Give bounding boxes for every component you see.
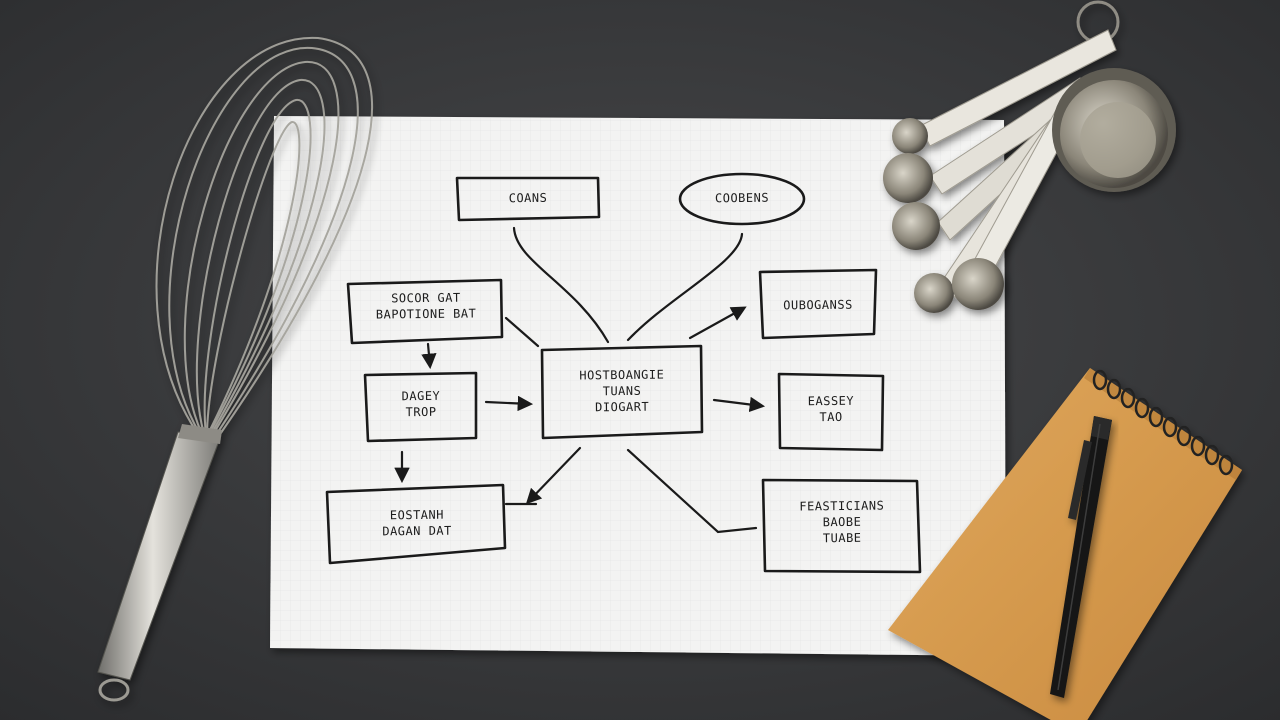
measuring-spoon-icon: [883, 0, 1176, 313]
connector-center-rightupper: [688, 306, 747, 340]
pen-icon: [1050, 416, 1112, 698]
notepad-icon: [888, 368, 1242, 720]
diagram-connectors: [394, 226, 766, 534]
paper-sheet: [270, 116, 1006, 656]
node-center: [540, 344, 704, 440]
connector-topright-center: [626, 232, 744, 342]
connector-center-rightlower: [626, 448, 758, 534]
node-right-upper: [758, 268, 878, 340]
node-label-right-upper: OUBOGANSS: [783, 297, 853, 313]
node-label-left-lower: EOSTANH DAGAN DAT: [382, 507, 452, 539]
node-label-left-upper: SOCOR GAT BAPOTIONE BAT: [375, 290, 477, 322]
node-label-right-middle: EASSEY TAO: [807, 393, 855, 425]
whisk-icon: [97, 36, 374, 702]
node-top-right: [678, 172, 806, 226]
connector-center-leftlower: [525, 446, 582, 505]
node-label-center: HOSTBOANGIE TUANS DIOGART: [579, 367, 665, 415]
node-top-left: [455, 176, 601, 222]
connector-leftmiddle-center: [484, 395, 534, 412]
node-right-lower: [761, 478, 922, 574]
connector-leftupper-leftmiddle: [421, 342, 437, 370]
node-label-top-right: COOBENS: [714, 190, 770, 206]
node-left-lower: [325, 483, 507, 565]
connector-leftupper-center: [504, 316, 540, 348]
node-label-right-lower: FEASTICIANS BAOBE TUABE: [799, 498, 885, 546]
node-right-middle: [777, 372, 885, 452]
node-label-top-left: COANS: [508, 190, 548, 206]
connector-topleft-center: [512, 226, 610, 344]
node-left-upper: [346, 278, 504, 345]
node-label-left-middle: DAGEY TROP: [401, 388, 441, 420]
node-left-middle: [363, 371, 478, 443]
connector-center-rightmiddle: [712, 396, 766, 413]
diagram-nodes: [325, 172, 922, 574]
